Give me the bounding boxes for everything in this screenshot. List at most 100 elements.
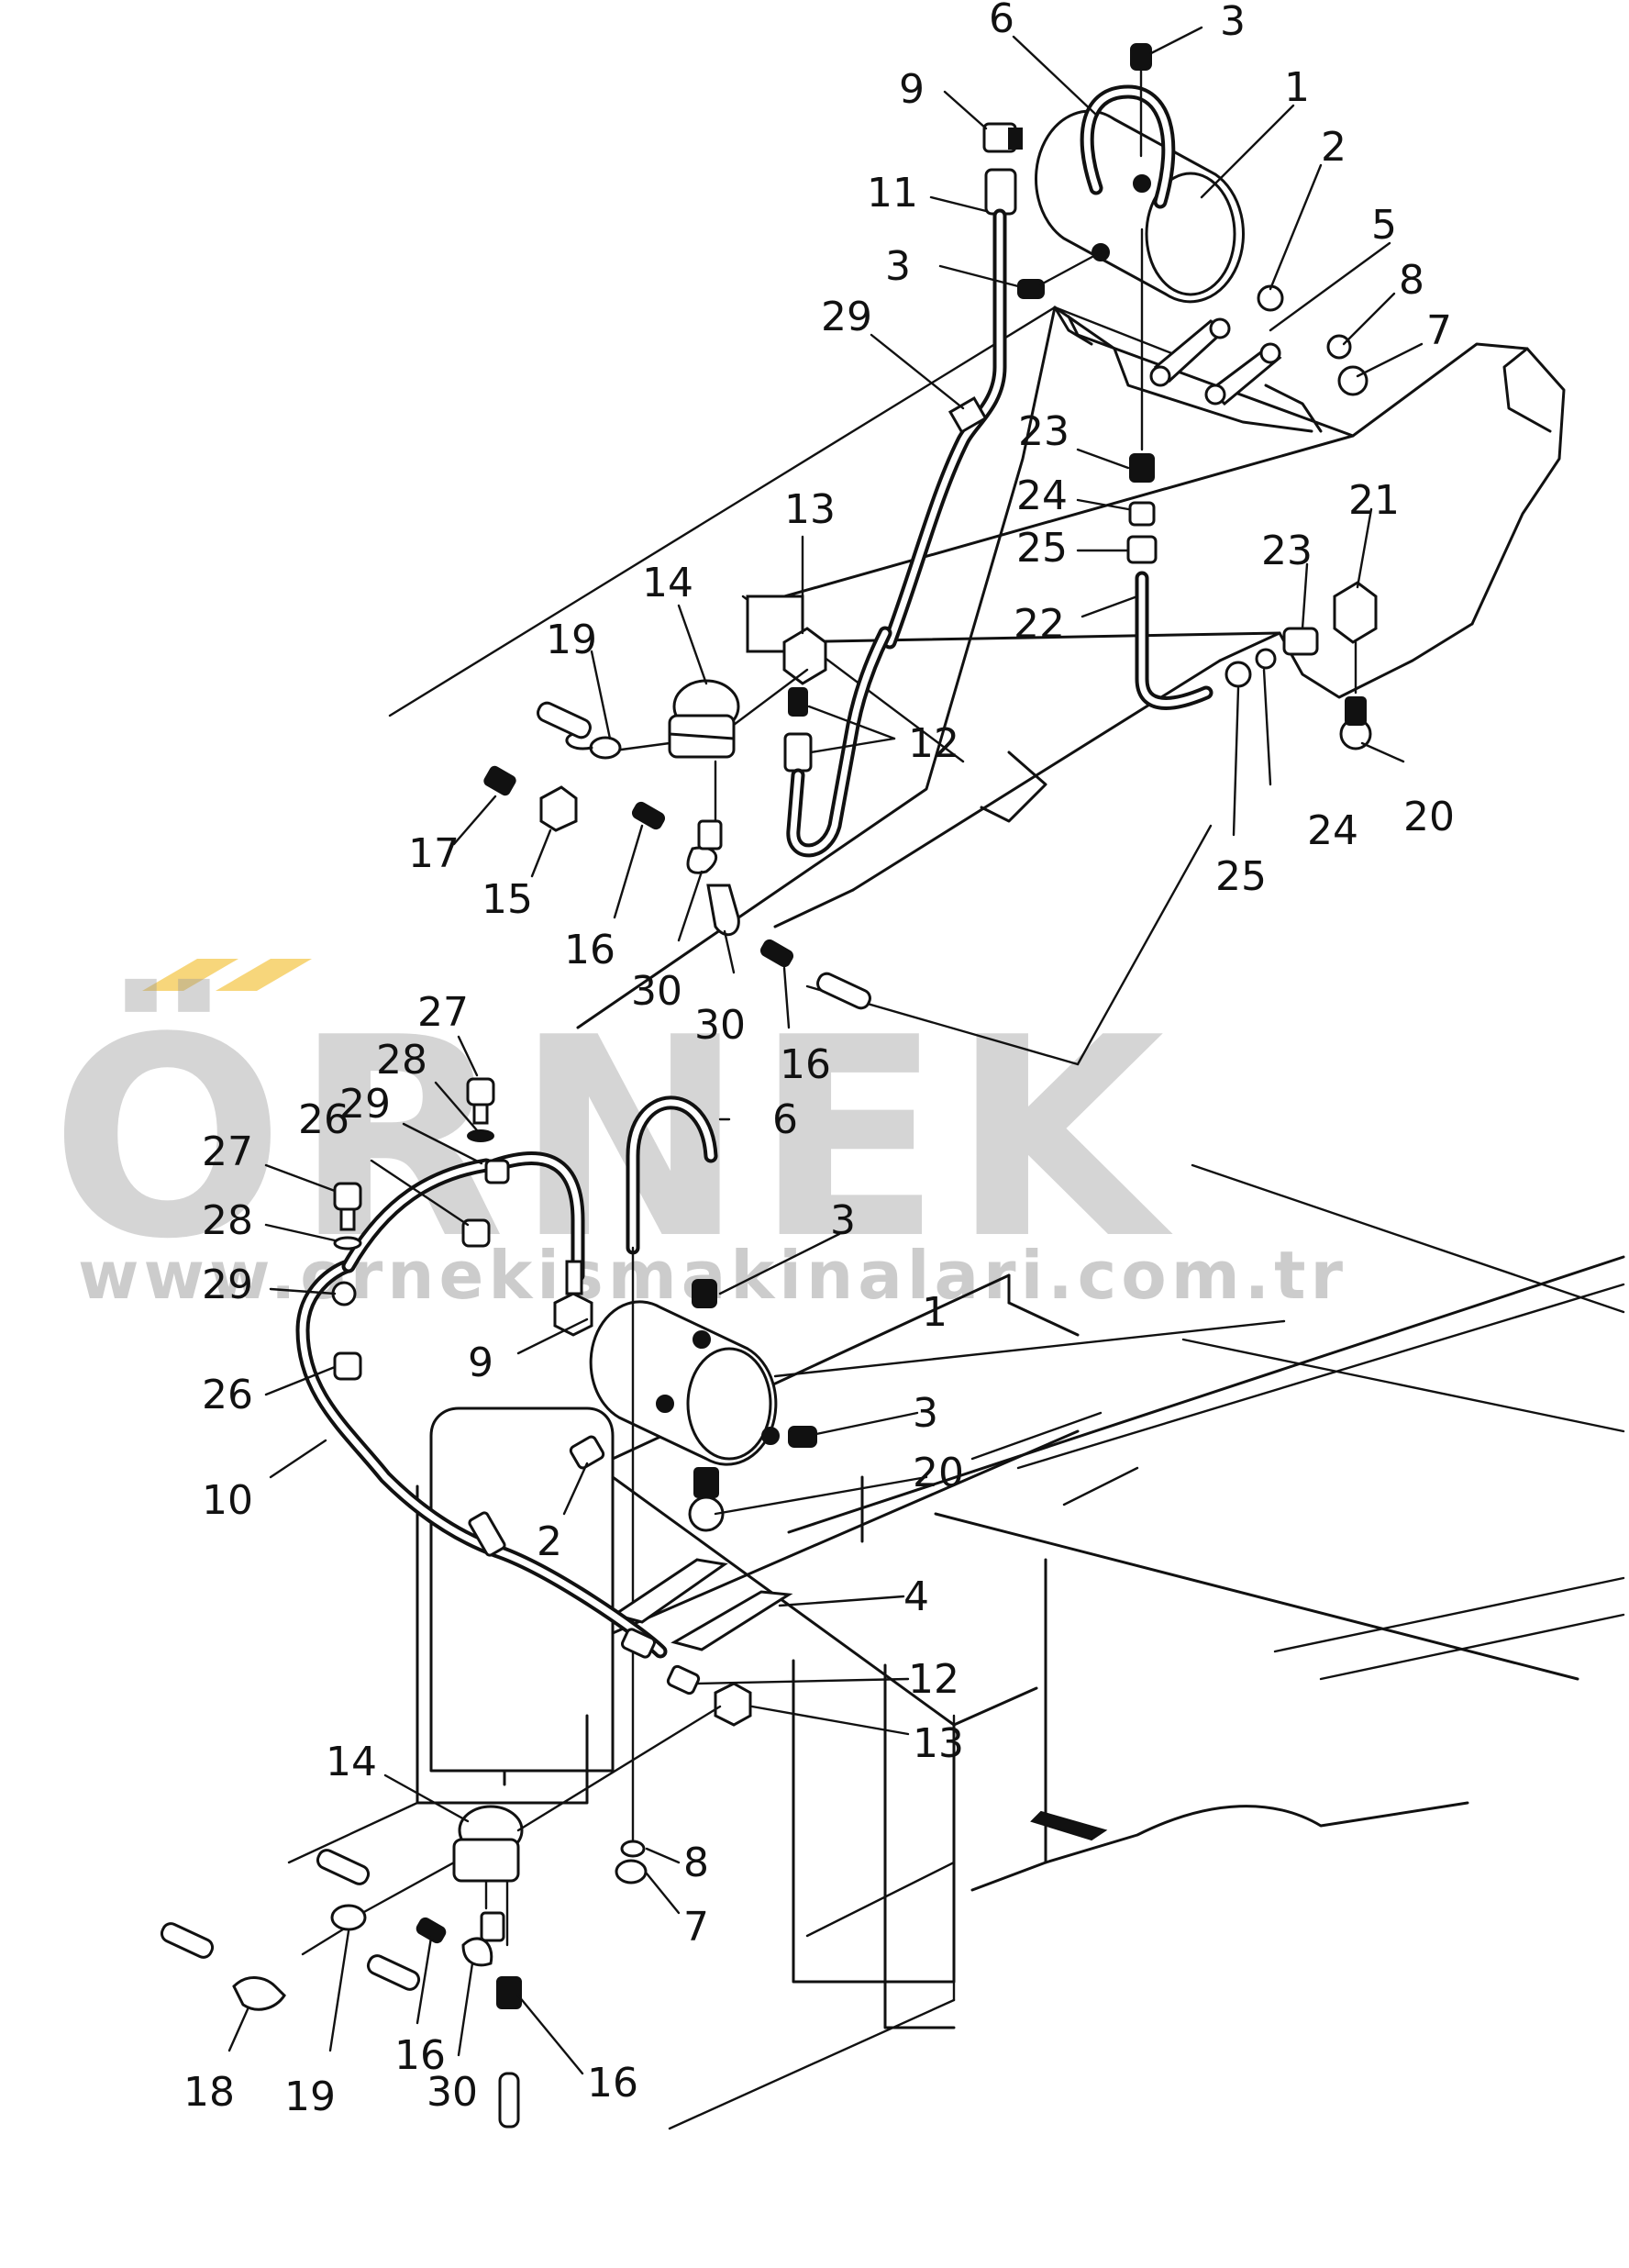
collar-26-lower [333,1351,362,1381]
fitting-25-upper [1126,535,1158,564]
callout-13: 13 [784,486,836,533]
upper-components [483,43,1378,1010]
callout-6: 6 [989,0,1014,42]
callout-25: 25 [1016,525,1068,572]
fitting-12-lower-b [666,1664,701,1695]
callout-3: 3 [1220,0,1246,45]
callout-1: 1 [1284,64,1310,111]
elbow-15 [539,785,578,832]
connector-3-lower-top [692,1279,717,1308]
fitting-25-right [1225,661,1252,688]
fitting-23-right [1282,627,1319,656]
callout-16: 16 [564,927,615,973]
bolt-27-lower [333,1182,362,1211]
callout-18: 18 [183,2069,235,2116]
callout-3-lower: 3 [830,1197,856,1244]
strap-4b [670,1590,793,1651]
callout-14: 14 [642,560,693,606]
fitting-24-upper [1128,501,1156,527]
callout-6-lower: 6 [772,1096,798,1143]
nut-7-lower [615,1859,648,1884]
valve-block-21 [1333,581,1378,644]
callout-23b: 23 [1261,528,1313,574]
callout-29b: 29 [202,1262,253,1308]
callout-14-lower: 14 [326,1739,377,1785]
callout-24b: 24 [1307,807,1358,854]
callout-26b: 26 [202,1372,253,1418]
umlaut-mark-left [142,959,238,991]
callout-30: 30 [631,968,682,1015]
washer-8-lower [620,1840,646,1858]
callout-23: 23 [1018,408,1069,455]
callout-30b: 30 [694,1002,746,1049]
callout-5: 5 [1371,202,1397,249]
callout-29-lower: 29 [339,1081,391,1128]
tee-block-13-upper [782,627,827,685]
lower-chassis-frame [287,1163,1625,2130]
callout-19: 19 [546,617,597,663]
frame-marker-lower [1030,1810,1108,1841]
callout-7-lower: 7 [683,1904,709,1951]
washer-28-upper [467,1129,494,1142]
callout-8: 8 [1399,257,1424,304]
plug-17 [483,765,516,796]
callout-2: 2 [1321,124,1346,171]
tube-22 [1135,571,1213,710]
fitting-23-upper [1129,453,1155,483]
fitting-12-upper [788,687,808,717]
callout-27: 27 [417,989,469,1036]
air-tank-upper-end [1145,172,1236,296]
connector-16-upper [631,801,666,830]
callout-22: 22 [1014,601,1065,648]
elbow-9-lower [553,1292,593,1337]
callouts-upper: 6 3 9 1 2 11 5 8 3 7 29 23 24 25 21 23 1… [408,0,1455,1088]
watermark: ÖRNEK www.ornekismakinalari.com.tr [50,959,1343,1314]
callout-28: 28 [376,1037,427,1084]
callout-24: 24 [1016,472,1068,519]
leader-lines [227,26,1424,2075]
callout-28b: 28 [202,1197,253,1244]
elbow-30-upper-a [686,846,718,874]
callout-19-lower: 19 [284,2073,336,2120]
callout-27b: 27 [202,1128,253,1175]
callout-25b: 25 [1215,853,1267,900]
air-tank-lower-end [686,1347,772,1461]
callout-3b: 3 [885,243,911,290]
nut-7-upper [1337,365,1369,396]
connector-16-lower-a [416,1917,447,1944]
elbow-30-upper-b [706,884,740,937]
banjo-19-lower [330,1904,367,1931]
callout-9: 9 [899,66,925,113]
callout-12-lower: 12 [908,1656,959,1703]
connector-3-lower [1017,279,1045,299]
callout-20-lower: 20 [913,1450,964,1496]
connector-3-top [1130,43,1152,71]
callout-29: 29 [821,294,872,340]
connector-3-lower-right [788,1426,817,1448]
hose-fitting-11 [984,168,1017,216]
banjo-19-upper [589,736,622,760]
callout-16-lower: 16 [394,2032,446,2079]
strap-4a [611,1558,728,1624]
callout-16b: 16 [780,1041,831,1088]
tee-block-13-lower [714,1682,752,1727]
washer-28-lower [333,1236,362,1251]
callout-4: 4 [903,1573,929,1620]
callouts-lower: 27 28 29 26 6 27 28 29 3 26 1 9 3 20 10 … [183,989,964,2120]
clip-29-lower-a [331,1281,357,1306]
connector-16-lower-b [496,1976,522,2009]
washer-8-upper [1326,334,1352,360]
callout-7: 7 [1426,307,1452,354]
callout-2-lower: 2 [537,1518,562,1565]
callout-17: 17 [408,830,460,877]
connector-16-upper-b [759,939,794,968]
callout-9-lower: 9 [468,1340,493,1386]
elbow-18 [232,1976,286,2011]
callout-1-lower: 1 [922,1289,947,1336]
collar-26-upper [461,1218,491,1248]
callout-20: 20 [1403,794,1455,840]
callout-12: 12 [908,720,959,767]
fitting-24-right [1255,648,1277,670]
lower-components [160,1077,817,2129]
